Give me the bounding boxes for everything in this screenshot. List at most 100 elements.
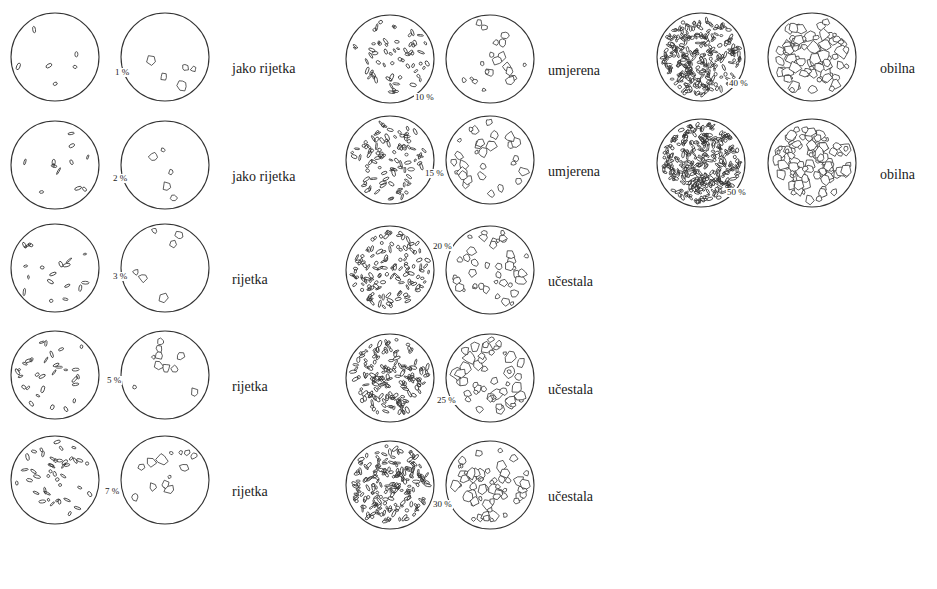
grain [719,85,722,92]
grain [823,19,830,25]
grain [669,33,671,37]
grain [413,454,420,461]
grain [63,498,70,503]
grain [398,290,401,295]
grain [375,486,377,490]
grain [709,57,712,61]
grain [471,517,475,521]
grain [388,181,395,187]
grain [385,445,388,448]
grain [802,45,808,50]
grain [421,148,426,153]
grain [420,478,425,484]
grain [684,34,691,38]
grain [689,77,692,83]
grain [171,365,178,372]
grain [686,155,688,160]
grain [352,282,357,287]
grain [405,267,409,272]
grain [684,83,690,87]
grain [705,36,710,41]
grain [411,465,416,473]
grain [86,155,89,160]
grain [421,366,426,371]
grain [397,397,401,401]
grain [519,167,530,176]
grain [404,167,406,173]
grain [813,35,819,39]
grain [53,82,58,86]
grain [365,453,368,458]
sample-circle [346,116,434,204]
grain [370,278,374,281]
grain [731,151,736,154]
grain [389,241,394,246]
grain [375,451,380,454]
grain [163,364,170,372]
grain [668,55,672,58]
grain [720,23,723,30]
grain [726,28,732,31]
grain [364,373,369,379]
grain [458,456,466,464]
grain [183,65,189,71]
grain [405,366,412,371]
grain [368,294,373,299]
grain [23,288,26,296]
grain [489,350,494,355]
grain [670,159,675,162]
grain [407,485,411,487]
grain [370,254,375,258]
grain [398,188,403,190]
grain [732,58,735,62]
grain [154,361,164,369]
grain [690,140,694,145]
grain [388,359,394,361]
grain [376,60,381,65]
grain [381,452,387,456]
grain [364,279,367,284]
grain [833,33,837,37]
grain [671,189,677,193]
grain [60,474,66,479]
grain [689,141,691,145]
grain [482,88,486,91]
grain [680,28,684,34]
grain [382,294,385,301]
grain [679,160,682,162]
grain [724,177,730,184]
grain [702,68,707,73]
grain [358,461,363,466]
grain [789,23,798,32]
grain [161,148,165,152]
grain [184,450,190,456]
grain [672,178,676,180]
grain [403,365,406,372]
grain [689,86,693,92]
grain [678,127,685,132]
grain [401,144,407,150]
grain [695,200,700,203]
grain [388,391,393,396]
grain [68,132,75,135]
percent-label: 25 % [436,396,457,405]
grain [409,366,412,371]
grain [375,143,377,150]
grain [370,178,378,180]
grain [675,135,679,139]
grain [523,471,528,476]
grain [703,163,709,169]
grain [29,400,35,406]
grain [406,479,410,481]
grain [683,55,689,60]
frequency-term: rijetka [232,273,268,287]
sample-circle [121,13,209,101]
grain [702,187,706,192]
grain [416,74,420,78]
grain [21,468,28,471]
grain [191,453,197,459]
grain [496,271,501,278]
grain [415,283,421,290]
grain [694,35,697,40]
grain [83,253,87,255]
